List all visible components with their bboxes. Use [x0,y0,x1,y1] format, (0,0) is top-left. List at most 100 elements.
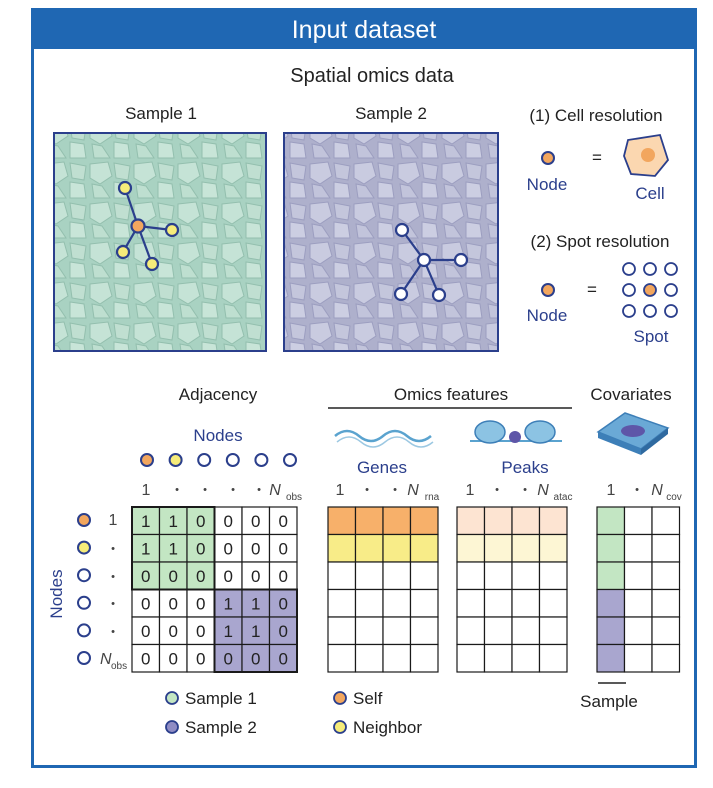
row-node-icons [77,513,91,665]
legend-self-label: Self [353,689,383,708]
spot-circle [664,283,678,297]
genes-dot: • [365,484,369,496]
neighbor-node [115,244,131,260]
spot-circle [622,262,636,276]
covariate-cell [651,561,681,591]
adjacency-cell [241,561,271,591]
gene-cell [354,533,384,563]
adjacency-cell [186,643,216,673]
cell-nucleus-icon [641,148,655,162]
cell-equals: = [592,148,602,167]
covariate-cell [596,588,626,618]
legend-neighbor-swatch [333,720,347,734]
adj-row-dot: • [111,543,115,555]
adjacency-cell-value: 0 [196,539,205,558]
graph-node [431,287,447,303]
sample2-block-outline [213,588,298,673]
peak-cell [456,588,486,618]
peak-cell [538,616,568,646]
sample-covariate-label: Sample [580,692,638,711]
adjacency-cell [268,643,298,673]
row-node-icon [77,595,91,610]
cell-label: Cell [635,184,664,203]
graph-node [394,222,410,238]
adj-row-dot: • [111,626,115,638]
adj-col-first: 1 [142,482,151,499]
sample2-label: Sample 2 [355,104,427,123]
gene-cell [354,588,384,618]
spot-circle [664,304,678,318]
adjacency-column-index: 1 • • • • N obs [142,482,303,503]
cov-last: N [651,482,663,499]
figure-title: Input dataset [291,16,437,44]
adj-row-dot: • [111,598,115,610]
gene-cell [382,616,412,646]
cell-resolution-title: (1) Cell resolution [529,106,662,125]
adjacency-cell-value: 1 [224,622,233,641]
peaks-last-sub: atac [554,492,573,503]
peak-cell [511,561,541,591]
peak-cell [483,561,513,591]
peaks-dot: • [495,484,499,496]
row-node-icon [77,623,91,638]
adjacency-cell [268,561,298,591]
gene-cell [409,643,439,673]
peaks-label: Peaks [501,458,548,477]
section-title: Spatial omics data [290,65,454,87]
genes-first: 1 [336,482,345,499]
row-node-icon [77,540,91,555]
spot-label: Spot [634,327,669,346]
adjacency-cell-value: 0 [141,622,150,641]
sample2-graph [393,222,469,303]
adjacency-cell [186,561,216,591]
peak-cell [483,643,513,673]
legend-sample1-label: Sample 1 [185,689,257,708]
omics-title: Omics features [394,385,508,404]
row-node-icon [77,651,91,665]
gene-cell [382,533,412,563]
gene-wave-icon [336,436,434,448]
peaks-last: N [537,482,549,499]
adjacency-cell-value: 0 [196,512,205,531]
peak-cell [456,561,486,591]
adj-col-dot: • [175,484,179,496]
adjacency-cell-value: 0 [279,622,288,641]
covariate-cell [623,506,653,536]
covariate-cell [623,533,653,563]
covariate-cell [651,533,681,563]
neighbor-node [144,256,160,272]
adjacency-row-index: 1 • • • • N obs [100,512,127,672]
gene-cell [327,643,357,673]
peak-cell [483,588,513,618]
adjacency-cell-value: 0 [196,622,205,641]
adjacency-cell-value: 0 [169,594,178,613]
adjacency-cell-value: 0 [279,594,288,613]
row-node-icon [77,568,91,583]
covariates-matrix [596,506,681,673]
adjacency-cell-value: 1 [141,539,150,558]
covariate-cell [651,588,681,618]
peak-cell [483,506,513,536]
sample2-tissue [283,132,499,352]
peak-cell [511,533,541,563]
legend-self-swatch [333,691,347,705]
covariate-cell [596,616,626,646]
chromatin-icon [470,420,562,444]
adjacency-cell-value: 0 [196,649,205,668]
adjacency-cell-value: 0 [251,512,260,531]
legend-sample2-label: Sample 2 [185,718,257,737]
adjacency-cell-value: 0 [251,649,260,668]
gene-cell [382,561,412,591]
legend-neighbor-label: Neighbor [353,718,422,737]
covariates-index: 1 • N cov [607,482,682,503]
adj-row-first: 1 [109,512,118,529]
gene-cell [354,506,384,536]
genes-matrix [327,506,439,673]
legend-sample1-swatch [165,691,179,705]
column-node-icon [254,453,269,467]
spot-circle [622,283,636,297]
adjacency-cell [158,533,188,563]
peak-cell [456,506,486,536]
gene-cell [327,506,357,536]
covariates-title: Covariates [590,385,671,404]
